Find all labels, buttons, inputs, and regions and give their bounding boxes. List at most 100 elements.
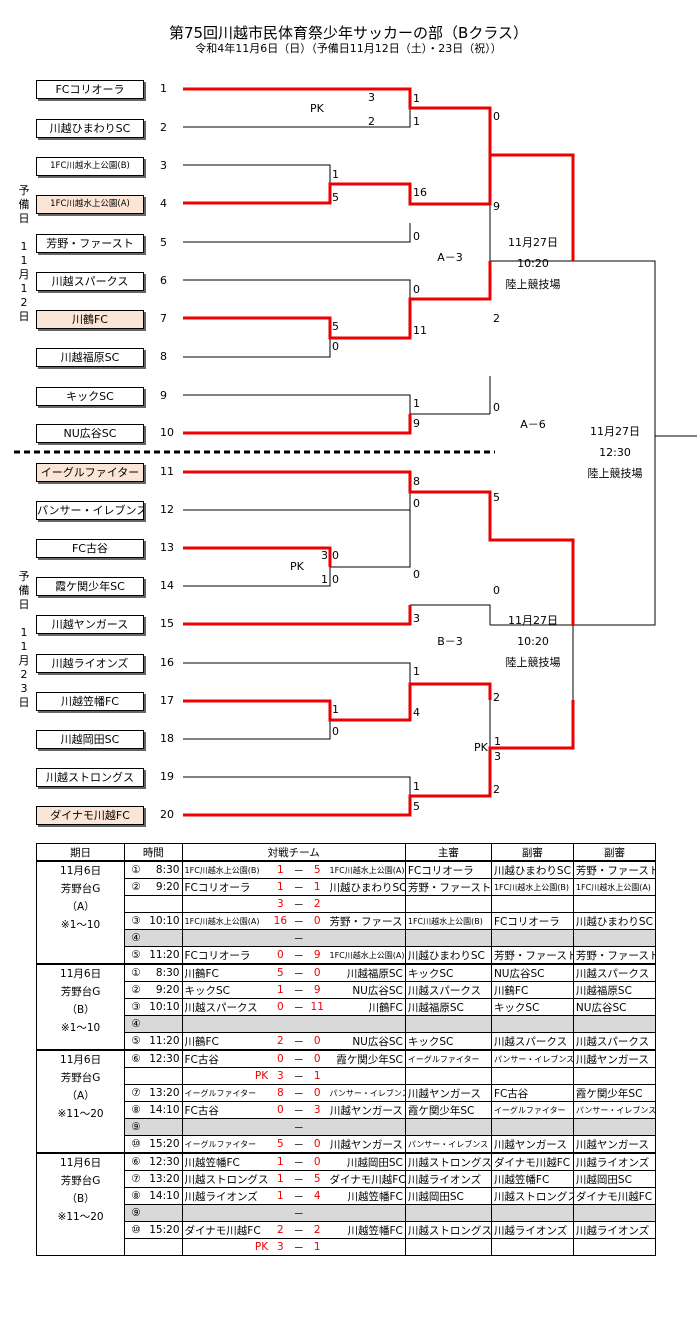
referee: 川越スパークス	[404, 981, 492, 999]
team-box: FC古谷	[36, 539, 144, 558]
match-time	[147, 1204, 183, 1222]
home-team: FC古谷	[181, 1049, 271, 1068]
schedule-header-row: 期日 時間 対戦チーム 主審 副審 副審	[35, 843, 657, 862]
assistant-referee-1: 1FC川越水上公園(B)	[490, 878, 574, 896]
referee: 川越ひまわりSC	[404, 946, 492, 965]
away-score: 0	[307, 912, 328, 930]
home-team: 川鶴FC	[181, 963, 271, 982]
match-time	[147, 1015, 183, 1033]
seed-number: 9	[160, 389, 167, 402]
away-score: 1	[307, 1067, 328, 1085]
col-header-referee: 主審	[404, 843, 492, 862]
team-box: キックSC	[36, 387, 144, 406]
match-time: 12:30	[147, 1049, 183, 1068]
away-team: NU広谷SC	[327, 981, 406, 999]
match-time: 15:20	[147, 1221, 183, 1239]
home-score: 0	[270, 998, 291, 1016]
bracket-winner-line	[183, 682, 492, 722]
bracket-score: 0	[332, 340, 339, 353]
schedule-date-line: ※11～20	[57, 1211, 104, 1223]
away-team: 川越ヤンガース	[327, 1135, 406, 1154]
home-team: イーグルファイター	[181, 1135, 271, 1154]
seed-number: 20	[160, 808, 174, 821]
away-score: 2	[307, 1221, 328, 1239]
home-team: 川越ストロングス	[181, 1170, 271, 1188]
seed-number: 16	[160, 656, 174, 669]
away-score: 4	[307, 1187, 328, 1205]
team-box: ダイナモ川越FC	[36, 806, 144, 825]
final-info: 11月27日 12:30 陸上競技場	[560, 421, 670, 484]
away-team: 川越ヤンガース	[327, 1101, 406, 1119]
bracket-line	[183, 492, 411, 511]
score-dash: －	[290, 1101, 307, 1119]
home-score	[270, 1204, 291, 1222]
score-dash: －	[290, 1152, 307, 1171]
seed-number: 13	[160, 541, 174, 554]
table-row: ④	[37, 1015, 657, 1033]
bracket-line	[183, 776, 411, 796]
home-score: 2	[270, 1032, 291, 1051]
away-team: 川越笠幡FC	[327, 1187, 406, 1205]
home-score: 3	[270, 1238, 291, 1256]
match-time: 14:10	[147, 1187, 183, 1205]
away-team	[327, 929, 406, 947]
bracket-line	[183, 164, 331, 184]
score-dash: －	[290, 1118, 307, 1136]
bracket-score: 0	[332, 725, 339, 738]
page-subtitle: 令和4年11月6日（日）（予備日11月12日（土）・23日（祝））	[195, 42, 502, 55]
pk-label: PK	[290, 560, 304, 573]
away-team: 川越岡田SC	[327, 1152, 406, 1171]
col-header-assistant-1: 副審	[490, 843, 574, 862]
bracket-score: 0	[332, 549, 339, 562]
away-team	[327, 1067, 406, 1085]
referee	[404, 1118, 492, 1136]
score-dash: －	[290, 1238, 307, 1256]
assistant-referee-1: 川越ひまわりSC	[490, 860, 574, 879]
assistant-referee-1: 川越笠幡FC	[490, 1170, 574, 1188]
home-team: FCコリオーラ	[181, 946, 271, 965]
referee: 川越ヤンガース	[404, 1084, 492, 1102]
away-team: 霞ケ関少年SC	[327, 1049, 406, 1068]
home-team: 川越笠幡FC	[181, 1152, 271, 1171]
bracket-winner-line	[183, 155, 492, 206]
semi-bottom-info: 11月27日 10:20 陸上競技場	[478, 610, 588, 673]
match-number: ⑤	[124, 1032, 148, 1051]
assistant-referee-2: 川越ライオンズ	[572, 1221, 657, 1239]
schedule-date-line: 芳野台G	[60, 1072, 101, 1084]
bracket-score: 2	[493, 783, 500, 796]
away-team: ダイナモ川越FC	[327, 1170, 406, 1188]
referee: 川越ライオンズ	[404, 1170, 492, 1188]
seed-number: 11	[160, 465, 174, 478]
schedule-date-line: （B）	[66, 1193, 95, 1205]
home-score	[270, 1015, 291, 1033]
bracket-score: 2	[493, 312, 500, 325]
schedule-date-line: 芳野台G	[60, 1175, 101, 1187]
score-dash: －	[290, 912, 307, 930]
away-team	[327, 1204, 406, 1222]
home-score: 2	[270, 1221, 291, 1239]
home-score: 5	[270, 1135, 291, 1154]
assistant-referee-1	[490, 1015, 574, 1033]
assistant-referee-2: 川越スパークス	[572, 1032, 657, 1051]
referee	[404, 1015, 492, 1033]
bracket-line	[183, 279, 411, 299]
seed-number: 7	[160, 312, 167, 325]
seed-number: 19	[160, 770, 174, 783]
match-time	[147, 1238, 183, 1256]
bracket-score: 1	[413, 665, 420, 678]
table-row: ④－	[37, 929, 657, 947]
away-score: 0	[307, 963, 328, 982]
referee: キックSC	[404, 963, 492, 982]
team-box: 川越岡田SC	[36, 730, 144, 749]
schedule-date-line: 芳野台G	[60, 883, 101, 895]
col-header-date: 期日	[35, 843, 126, 862]
home-team: 川越スパークス	[181, 998, 271, 1016]
assistant-referee-1: NU広谷SC	[490, 963, 574, 982]
away-score: 9	[307, 981, 328, 999]
score-dash: －	[290, 1084, 307, 1102]
schedule-date-line: （B）	[66, 1004, 95, 1016]
